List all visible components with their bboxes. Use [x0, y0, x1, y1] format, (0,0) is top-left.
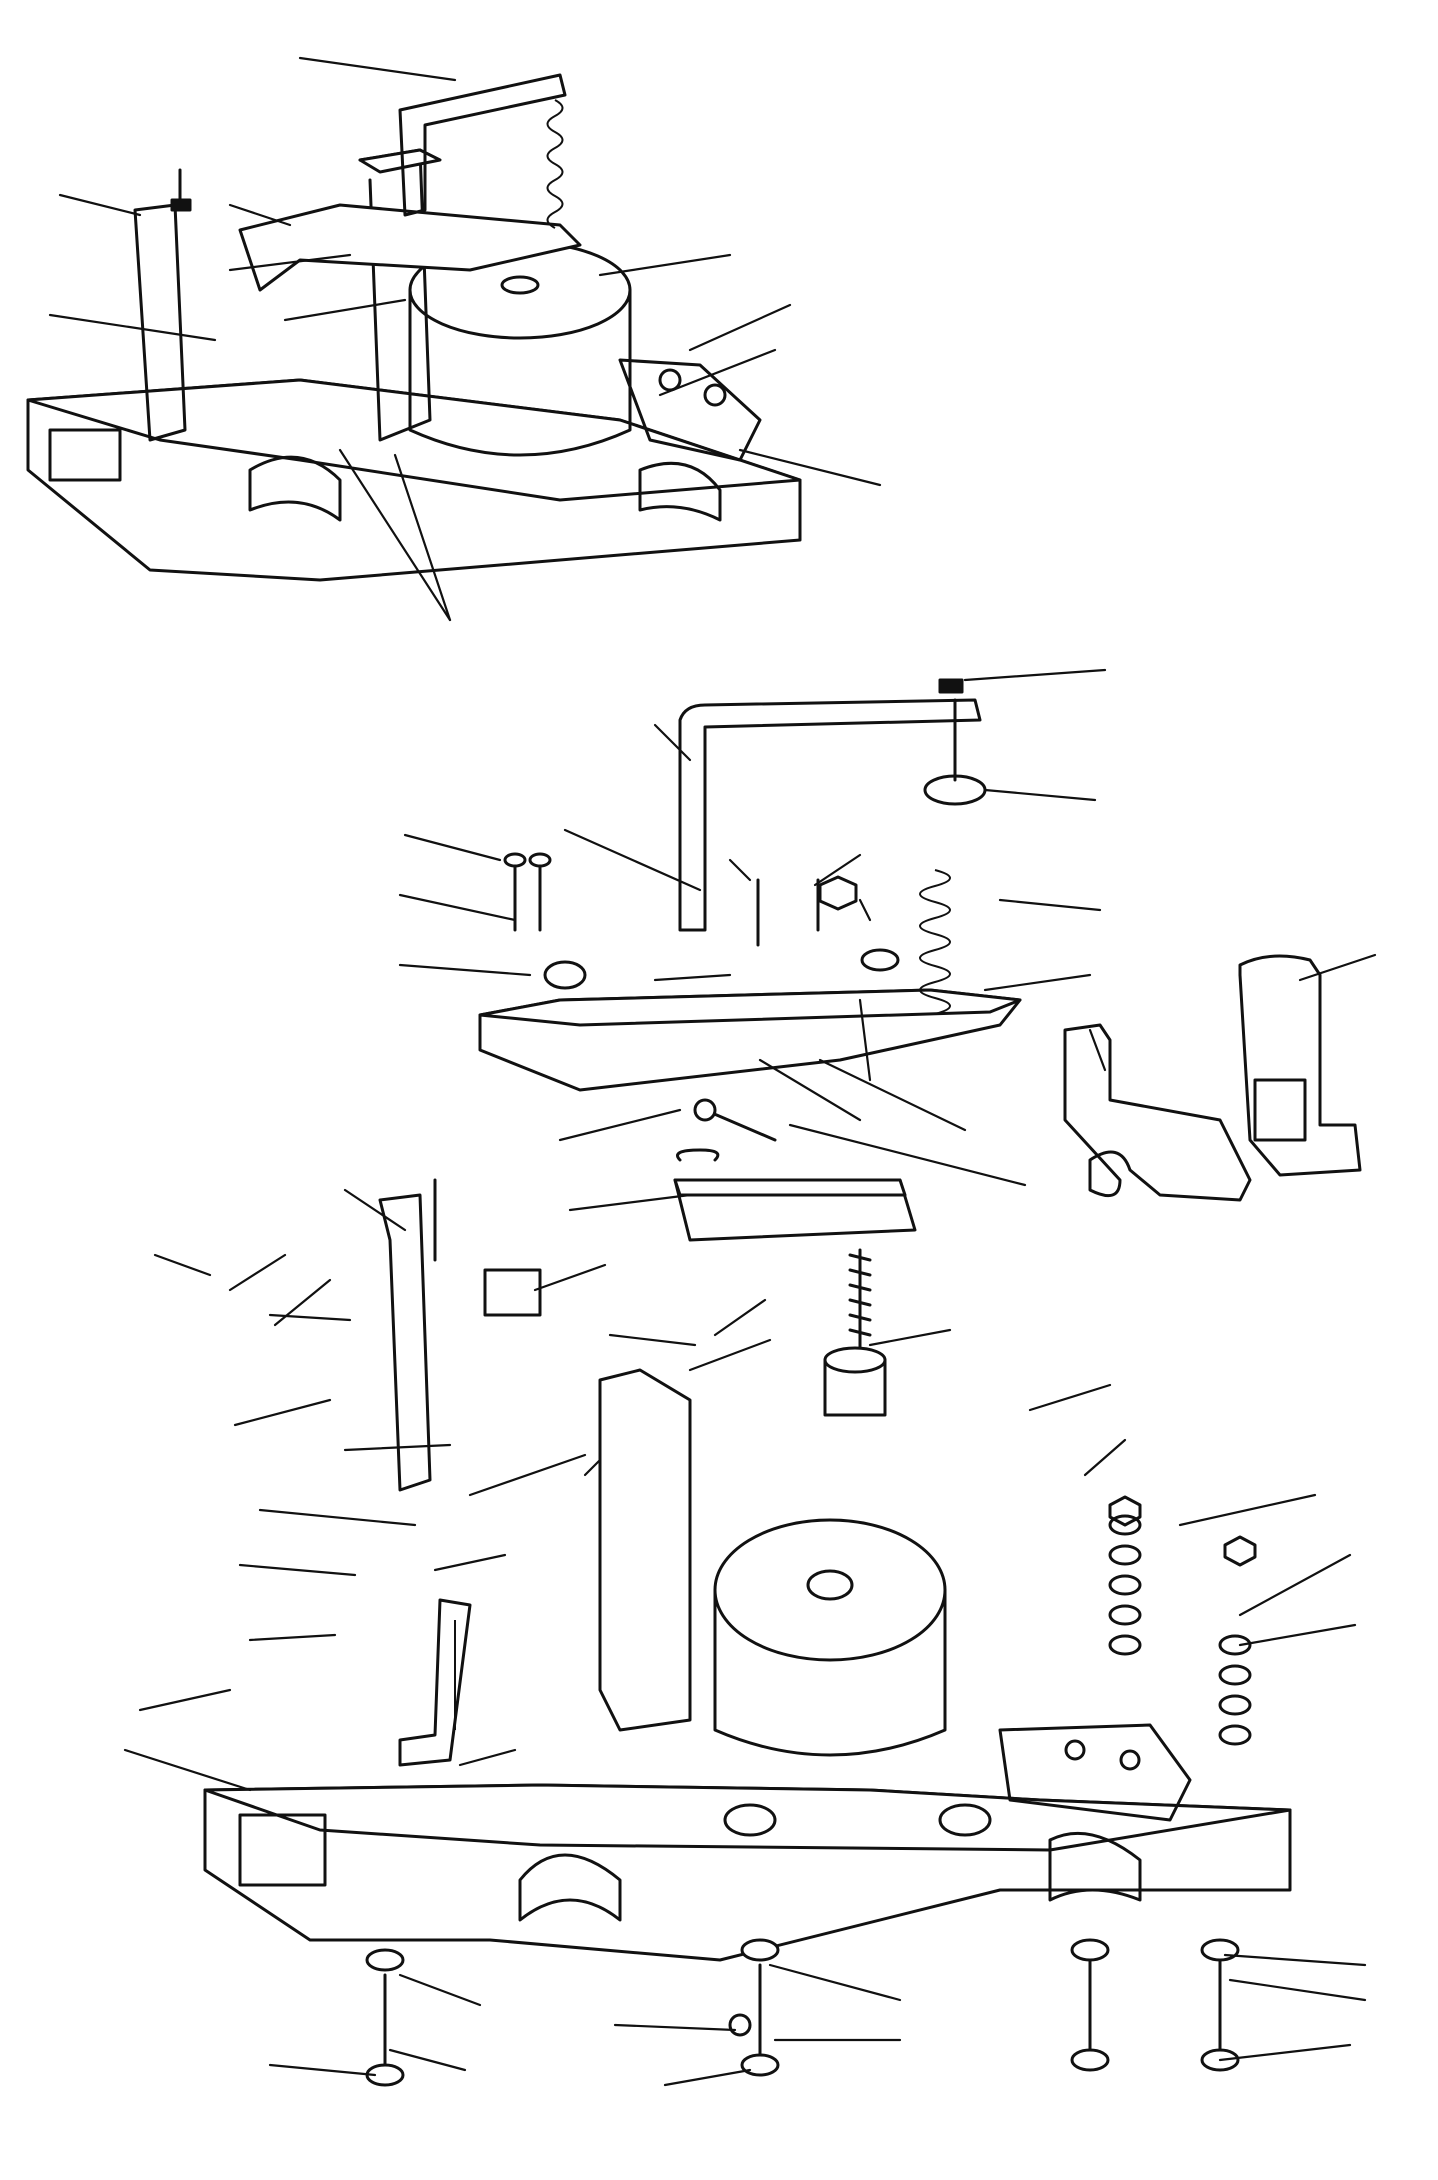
base-small-bracket	[398, 1598, 472, 1767]
armature-pin	[676, 1098, 777, 1162]
base-stop-bracket	[378, 1178, 542, 1492]
armature-pad	[673, 1178, 917, 1242]
armature-screws	[503, 852, 900, 990]
assembled-relay-view	[26, 56, 882, 622]
callouts-section	[1088, 953, 1377, 1072]
relay-yoke	[358, 148, 442, 442]
armature-arm	[678, 678, 982, 932]
base-terminal-block	[998, 1723, 1192, 1822]
relay-stop-bracket	[133, 168, 192, 442]
base-block	[203, 1783, 1292, 1962]
callouts-armature	[398, 668, 1107, 1212]
callouts-base	[123, 1188, 1367, 2087]
base-feet-screws	[365, 1938, 1240, 2087]
relay-base	[26, 378, 802, 582]
base-yoke	[598, 1368, 692, 1732]
base-washers-column	[1108, 1495, 1257, 1746]
base-coil-exploded-view	[123, 1178, 1367, 2087]
armature-spring	[919, 698, 987, 1015]
relay-spring	[546, 99, 564, 229]
armature-plate	[478, 988, 1022, 1092]
base-core-screw	[823, 1248, 887, 1417]
armature-exploded-view	[398, 668, 1107, 1242]
callouts-assembled	[48, 56, 882, 622]
base-coil	[713, 1518, 947, 1757]
relay-terminal-block	[618, 358, 762, 462]
relay-armature	[238, 73, 582, 292]
section-detail-view	[1063, 953, 1377, 1202]
